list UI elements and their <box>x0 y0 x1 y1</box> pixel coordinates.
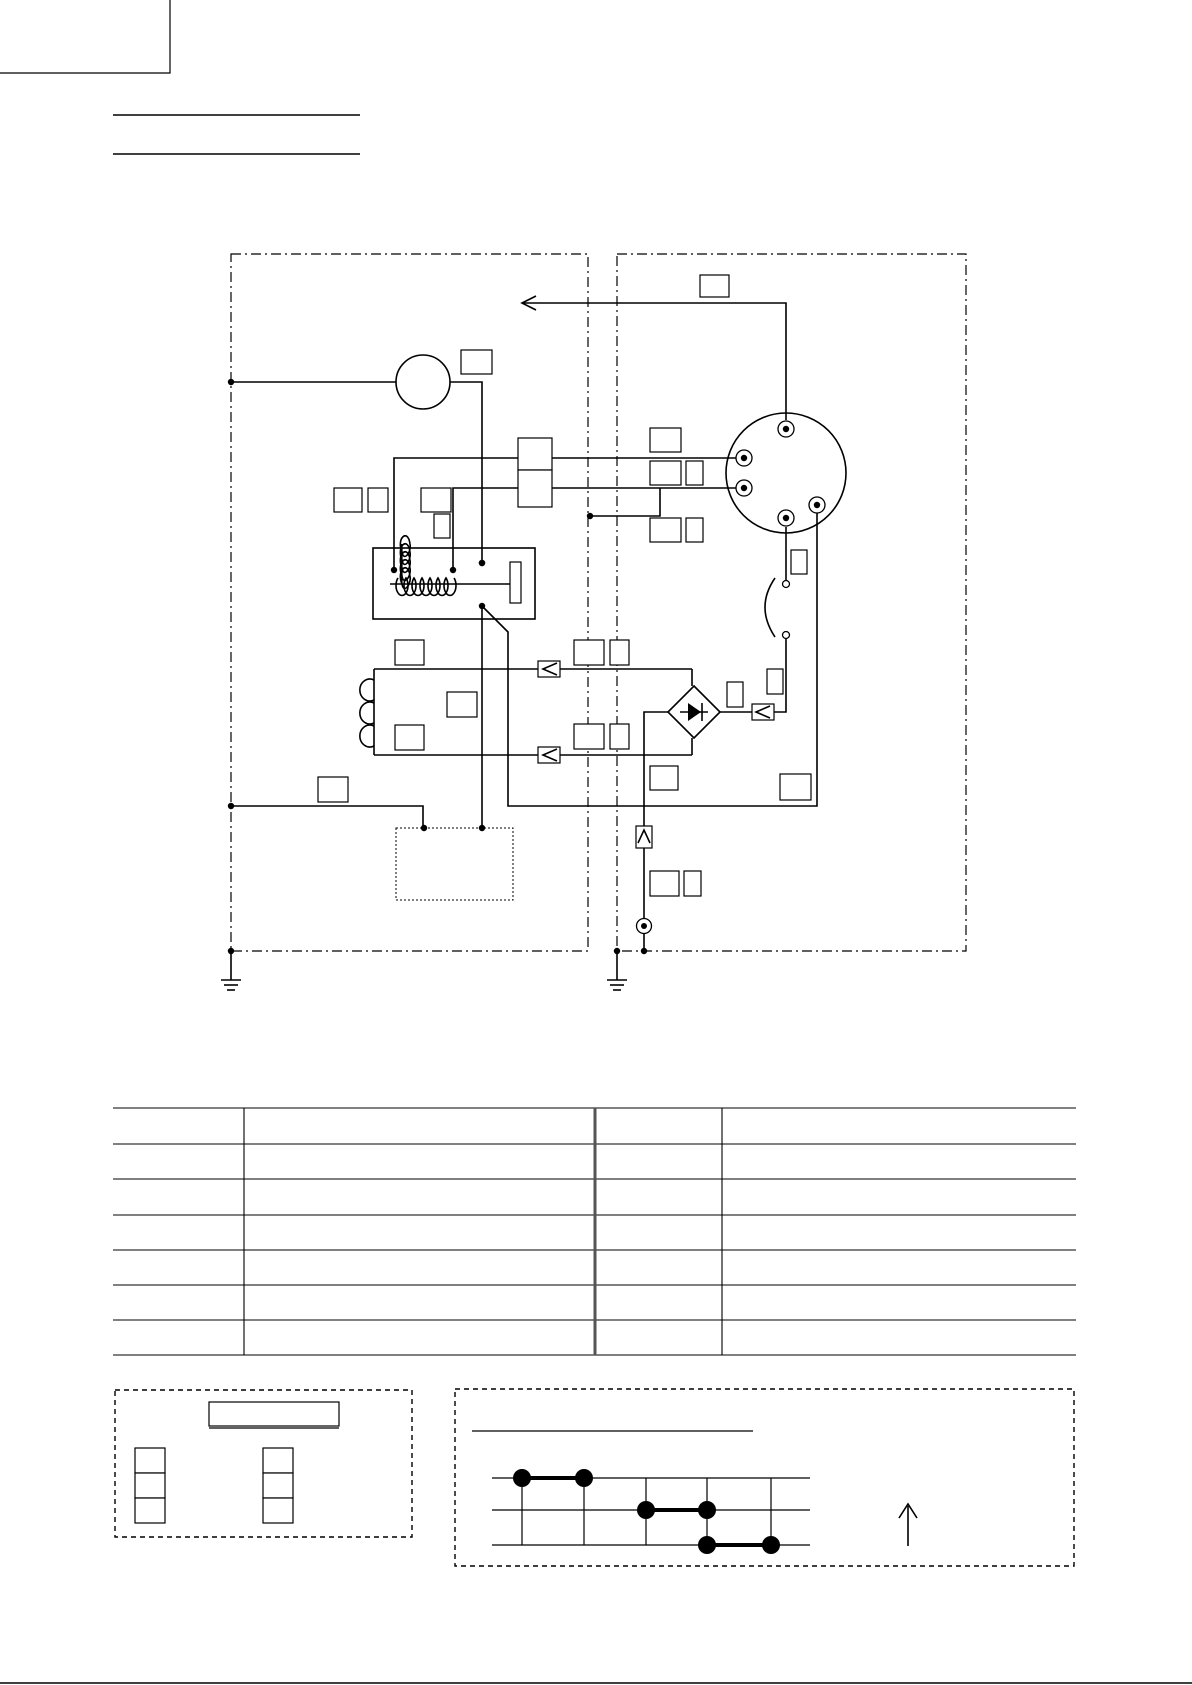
legend-left <box>114 1389 413 1538</box>
bridge-rectifier <box>643 669 752 836</box>
label-slot <box>394 639 425 666</box>
label-slot <box>317 776 349 803</box>
dotted-sub-unit <box>227 606 514 901</box>
timing-chart <box>454 1388 1075 1567</box>
label-slot <box>333 487 363 513</box>
rotary-switch <box>586 412 847 543</box>
label-slot <box>262 1472 294 1499</box>
label-slot <box>420 487 452 513</box>
label-slot <box>649 765 679 791</box>
connector-block <box>333 437 744 567</box>
label-slot <box>134 1472 166 1499</box>
thermal-switch <box>764 527 808 640</box>
parts-table <box>113 1107 1076 1356</box>
motor-circle <box>227 349 493 567</box>
relay-return-wire <box>481 502 818 807</box>
heater-coil <box>359 639 538 756</box>
label-slot <box>573 639 605 666</box>
diode-connector-bottom <box>537 723 692 764</box>
ground-terminal-right <box>607 947 627 991</box>
unit-boundary-left <box>230 253 589 952</box>
label-slot <box>685 460 704 486</box>
label-slot <box>726 681 744 708</box>
label-slot <box>699 274 730 298</box>
diode-connector-top <box>537 639 692 678</box>
title-rules <box>113 114 360 155</box>
ground-terminal-left <box>221 947 241 991</box>
label-slot <box>685 517 704 543</box>
unit-boundary-right <box>616 253 967 952</box>
label-slot <box>779 773 812 801</box>
label-slot <box>649 517 682 543</box>
label-slot <box>134 1447 166 1474</box>
label-slot <box>683 870 702 897</box>
label-slot <box>766 668 784 695</box>
label-slot <box>394 724 425 751</box>
signal-arrow <box>520 274 787 420</box>
corner-tab <box>0 0 171 74</box>
label-slot <box>649 460 682 486</box>
diode-connector-right <box>751 635 787 721</box>
label-slot <box>573 723 605 750</box>
label-slot <box>649 870 680 897</box>
label-slot <box>433 513 451 539</box>
solenoid-relay <box>372 535 536 620</box>
label-slot <box>262 1447 294 1474</box>
label-slot <box>649 427 682 453</box>
label-slot <box>446 691 478 718</box>
label-slot <box>262 1497 294 1524</box>
label-slot <box>460 349 493 375</box>
label-slot <box>790 549 808 575</box>
up-arrow-icon <box>898 1502 918 1546</box>
label-slot <box>609 639 630 666</box>
label-slot <box>134 1497 166 1524</box>
fuse-connector <box>635 825 702 955</box>
label-slot <box>609 723 630 750</box>
label-slot <box>367 487 389 513</box>
